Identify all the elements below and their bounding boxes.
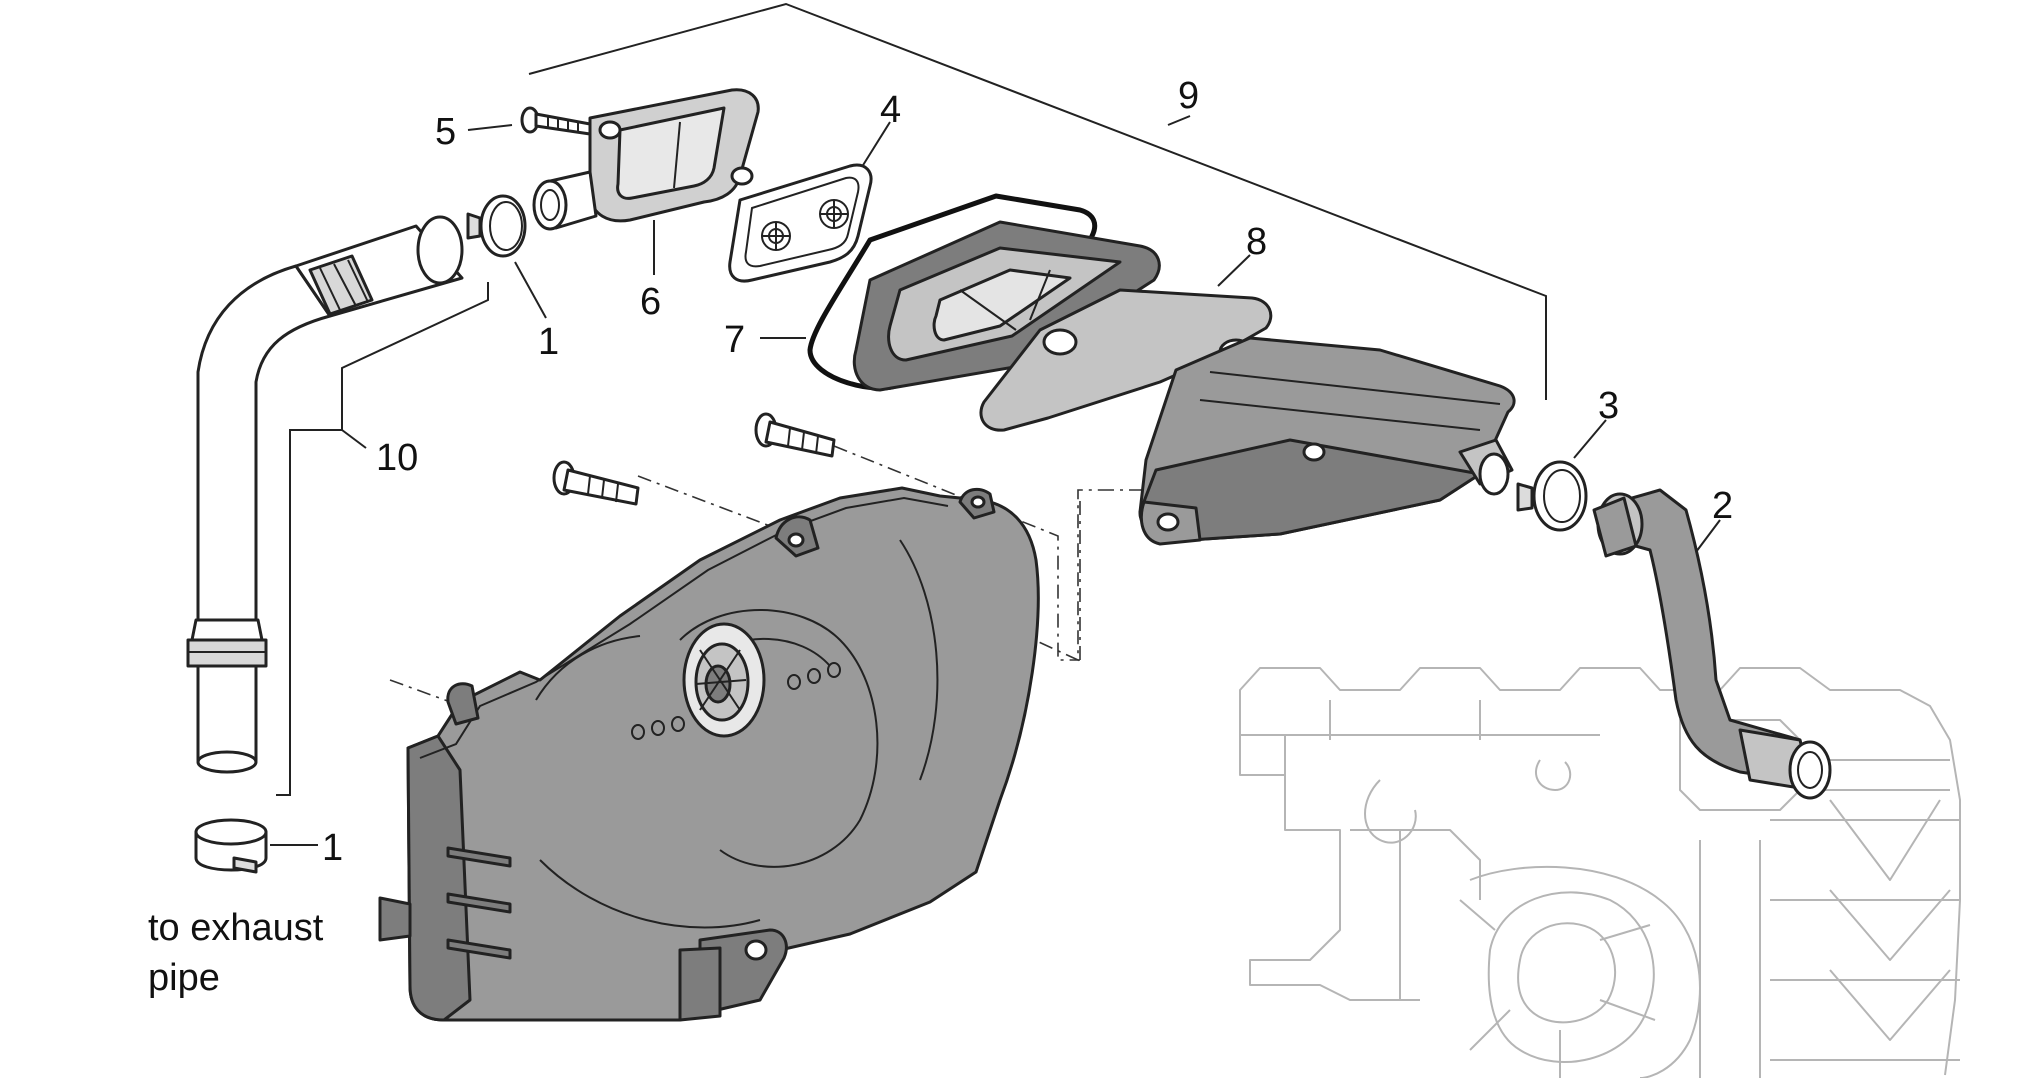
gasket-7 <box>807 193 1098 391</box>
callout-7: 7 <box>724 319 745 361</box>
bolt-upper <box>754 412 836 458</box>
callout-1-bottom: 1 <box>322 827 343 869</box>
exhaust-note: to exhaust pipe <box>148 907 324 999</box>
inlet-cover-6 <box>532 88 760 231</box>
screw-5 <box>520 106 592 136</box>
callout-8: 8 <box>1246 221 1267 263</box>
callout-4: 4 <box>880 89 901 131</box>
filter-plate-4 <box>728 163 873 283</box>
crankcase-outline <box>1239 667 1961 1079</box>
reed-valve-block <box>1138 336 1516 546</box>
callout-3: 3 <box>1598 385 1619 427</box>
callout-1-top: 1 <box>538 321 559 363</box>
breather-pipe-10 <box>186 215 464 774</box>
callout-2: 2 <box>1712 485 1733 527</box>
transmission-cover <box>378 486 1040 1022</box>
curved-hose-2 <box>1592 488 1832 800</box>
callout-9: 9 <box>1178 75 1199 117</box>
callout-6: 6 <box>640 281 661 323</box>
hose-clamp-1-top <box>466 194 527 258</box>
callout-5: 5 <box>435 111 456 153</box>
hose-clamp-1-bottom <box>194 818 268 874</box>
exhaust-note-line-1: to exhaust <box>148 907 324 949</box>
callout-labels: 5 4 9 8 6 7 1 10 3 2 1 <box>322 75 1733 869</box>
air-box-body <box>852 220 1161 392</box>
exhaust-note-line-2: pipe <box>148 957 220 999</box>
bolt-lower <box>552 460 640 506</box>
callout-10: 10 <box>376 437 418 479</box>
hose-clamp-3 <box>1516 460 1588 532</box>
